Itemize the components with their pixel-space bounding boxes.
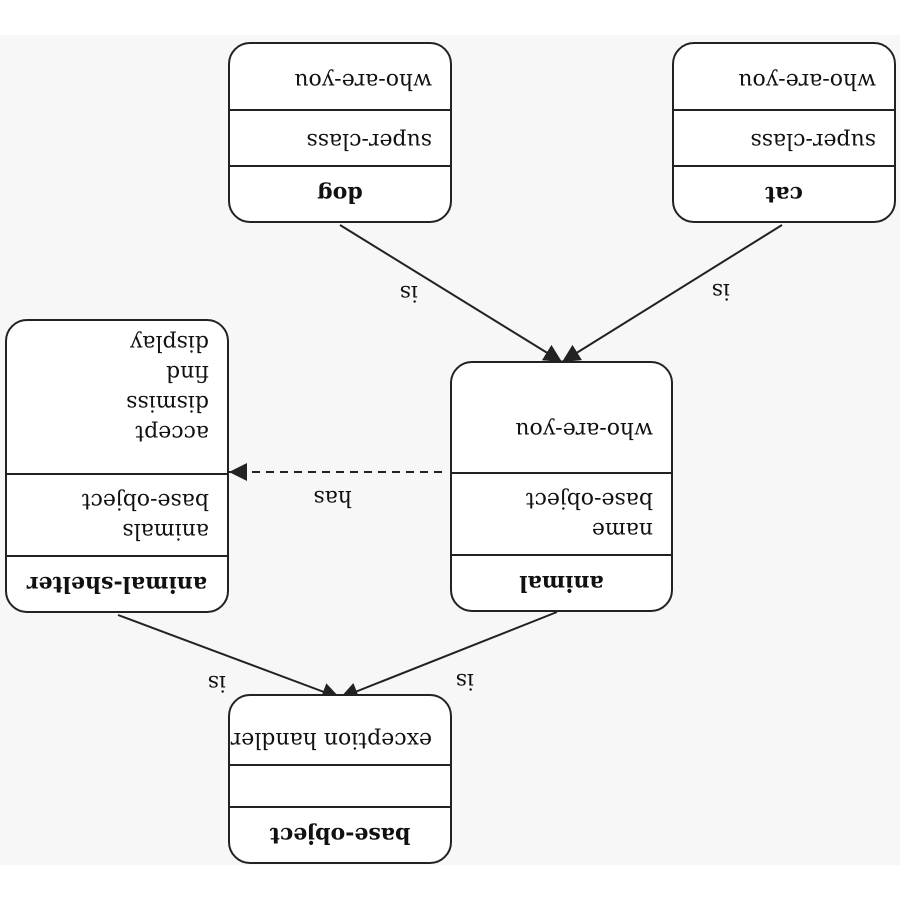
class-attributes: name base-object (452, 472, 671, 554)
class-methods: accept dismiss find display (7, 321, 227, 473)
class-methods: who-are-you (674, 44, 894, 109)
attribute-name: super-class (306, 128, 432, 153)
class-methods: who-are-you (230, 44, 450, 109)
edge-cat-is-animal (561, 224, 783, 363)
class-dog[interactable]: dog super-class who-are-you (228, 42, 452, 223)
class-attributes: animals base-object (7, 473, 227, 555)
class-name: cat (674, 165, 894, 221)
class-methods: exception handler (230, 696, 450, 764)
method-name: find (166, 360, 209, 385)
class-name: animal (452, 554, 671, 610)
class-name: base-object (230, 806, 450, 862)
attribute-name: name (591, 517, 653, 542)
attribute-name: super-class (750, 128, 876, 153)
class-methods: who-are-you (452, 363, 671, 472)
edge-label-dog-is: is (399, 280, 418, 305)
method-name: accept (135, 420, 209, 445)
class-cat[interactable]: cat super-class who-are-you (672, 42, 896, 223)
class-animal-shelter[interactable]: animal-shelter animals base-object accep… (5, 319, 229, 613)
method-name: who-are-you (294, 68, 432, 93)
class-attributes: super-class (674, 109, 894, 165)
edge-animal-shelter-is-base-object (117, 614, 341, 701)
method-name: who-are-you (515, 417, 653, 442)
method-name: dismiss (126, 390, 209, 415)
edge-dog-is-animal (339, 224, 563, 363)
edge-label-shelter-is: is (207, 670, 226, 695)
attribute-name: animals (122, 518, 209, 543)
edge-label-cat-is: is (711, 278, 730, 303)
method-name: exception handler (230, 727, 432, 752)
method-name: who-are-you (738, 68, 876, 93)
class-base-object[interactable]: base-object exception handler (228, 694, 452, 864)
edge-label-has: has (313, 485, 352, 510)
class-attributes: super-class (230, 109, 450, 165)
edge-label-animal-is: is (455, 668, 474, 693)
edge-animal-is-base-object (339, 611, 558, 700)
attribute-name: base-object (525, 487, 653, 512)
attribute-name: base-object (81, 488, 209, 513)
class-name: animal-shelter (7, 555, 227, 611)
class-attributes (230, 764, 450, 806)
class-name: dog (230, 165, 450, 221)
method-name: display (129, 330, 209, 355)
class-animal[interactable]: animal name base-object who-are-you (450, 361, 673, 612)
